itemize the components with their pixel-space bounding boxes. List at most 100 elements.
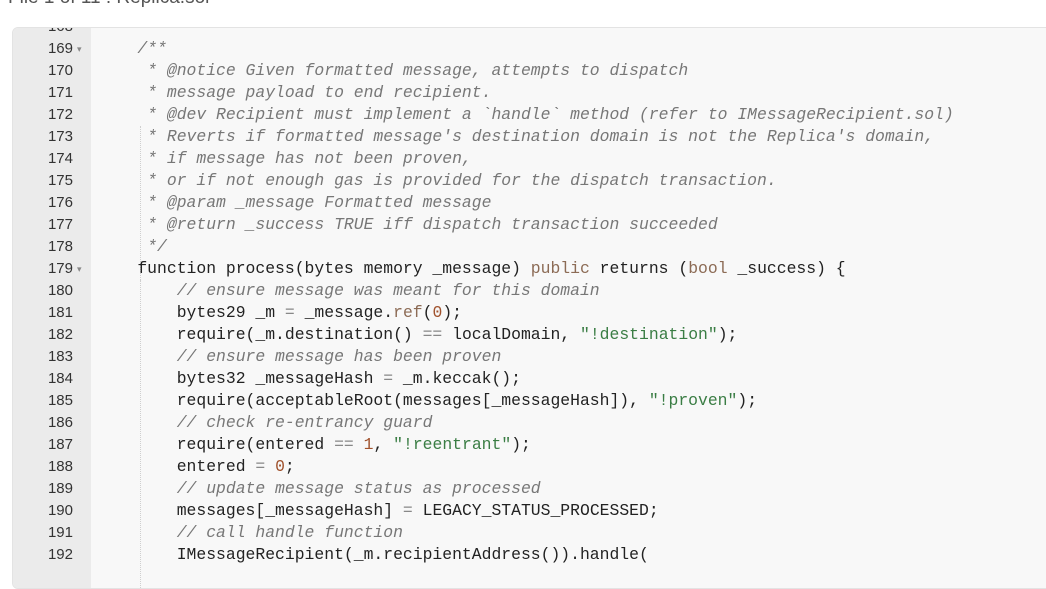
- comment-token: /**: [98, 39, 167, 58]
- code-text: // update message status as processed: [98, 478, 541, 500]
- code-line: 191 // call handle function: [13, 522, 1046, 544]
- code-token: ;: [284, 457, 295, 476]
- code-token: LEGACY_STATUS_PROCESSED;: [412, 501, 659, 520]
- line-number: 188: [47, 458, 73, 475]
- code-line: 182 require(_m.destination() == localDom…: [13, 324, 1046, 346]
- code-token: (: [422, 303, 433, 322]
- comment-token: * @dev Recipient must implement a `handl…: [98, 105, 954, 124]
- code-line: 171 * message payload to end recipient.: [13, 82, 1046, 104]
- line-number: 182: [47, 326, 73, 343]
- string-token: "!proven": [648, 391, 738, 410]
- line-number: 190: [47, 502, 73, 519]
- comment-token: // ensure message was meant for this dom…: [98, 281, 600, 300]
- comment-token: * message payload to end recipient.: [98, 83, 492, 102]
- string-token: "!destination": [580, 325, 718, 344]
- indent-guide: [140, 126, 141, 334]
- code-text: * @return _success TRUE iff dispatch tra…: [98, 214, 718, 236]
- code-token: IMessageRecipient(_m.recipientAddress())…: [98, 545, 649, 564]
- number-token: 0: [275, 457, 285, 476]
- fold-arrow-icon[interactable]: ▾: [77, 44, 82, 54]
- code-token: ,: [373, 435, 394, 454]
- code-token: [265, 457, 275, 476]
- code-text: require(acceptableRoot(messages[_message…: [98, 390, 757, 412]
- code-line: 190 messages[_messageHash] = LEGACY_STAT…: [13, 500, 1046, 522]
- keyword-token: ref: [393, 303, 423, 322]
- code-text: entered = 0;: [98, 456, 295, 478]
- code-text: require(_m.destination() == localDomain,…: [98, 324, 738, 346]
- code-line: 186 // check re-entrancy guard: [13, 412, 1046, 434]
- code-text: function process(bytes memory _message) …: [98, 258, 845, 280]
- string-token: "!reentrant": [393, 435, 512, 454]
- code-line: 189 // update message status as processe…: [13, 478, 1046, 500]
- code-line: 192 IMessageRecipient(_m.recipientAddres…: [13, 544, 1046, 566]
- code-line: 177 * @return _success TRUE iff dispatch…: [13, 214, 1046, 236]
- code-text: IMessageRecipient(_m.recipientAddress())…: [98, 544, 649, 566]
- code-line: 188 entered = 0;: [13, 456, 1046, 478]
- operator-token: =: [383, 369, 394, 388]
- code-line: 173 * Reverts if formatted message's des…: [13, 126, 1046, 148]
- line-number: 180: [47, 282, 73, 299]
- code-text: // call handle function: [98, 522, 403, 544]
- code-token: );: [717, 325, 738, 344]
- code-line: 184 bytes32 _messageHash = _m.keccak();: [13, 368, 1046, 390]
- code-text: * @dev Recipient must implement a `handl…: [98, 104, 954, 126]
- code-text: // ensure message has been proven: [98, 346, 502, 368]
- code-text: /**: [98, 38, 167, 60]
- code-token: messages[_messageHash]: [98, 501, 403, 520]
- line-number: 184: [47, 370, 73, 387]
- code-token: localDomain,: [442, 325, 580, 344]
- comment-token: * @return _success TRUE iff dispatch tra…: [98, 215, 718, 234]
- line-number: 171: [47, 84, 73, 101]
- comment-token: */: [98, 237, 167, 256]
- code-viewer[interactable]: 168169▾ /**170 * @notice Given formatted…: [12, 27, 1046, 589]
- code-token: require(acceptableRoot(messages[_message…: [98, 391, 649, 410]
- line-number: 186: [47, 414, 73, 431]
- line-number-gutter: [13, 28, 91, 588]
- fold-arrow-icon[interactable]: ▾: [77, 264, 82, 274]
- number-token: 0: [432, 303, 443, 322]
- code-text: * if message has not been proven,: [98, 148, 472, 170]
- line-number: 172: [47, 106, 73, 123]
- comment-token: * Reverts if formatted message's destina…: [98, 127, 935, 146]
- code-token: bytes29 _m: [98, 303, 285, 322]
- code-line: 170 * @notice Given formatted message, a…: [13, 60, 1046, 82]
- comment-token: // ensure message has been proven: [98, 347, 502, 366]
- code-line: 175 * or if not enough gas is provided f…: [13, 170, 1046, 192]
- line-number: 174: [47, 150, 73, 167]
- line-number: 168: [13, 28, 73, 38]
- code-text: messages[_messageHash] = LEGACY_STATUS_P…: [98, 500, 659, 522]
- operator-token: ==: [422, 325, 443, 344]
- line-number: 176: [47, 194, 73, 211]
- operator-token: ==: [334, 435, 354, 454]
- line-number: 173: [47, 128, 73, 145]
- code-line: 181 bytes29 _m = _message.ref(0);: [13, 302, 1046, 324]
- line-number: 175: [47, 172, 73, 189]
- code-lines: 168169▾ /**170 * @notice Given formatted…: [13, 28, 1046, 566]
- code-token: );: [511, 435, 531, 454]
- code-token: _m.keccak();: [393, 369, 521, 388]
- code-line: 179▾ function process(bytes memory _mess…: [13, 258, 1046, 280]
- comment-token: // update message status as processed: [98, 479, 541, 498]
- comment-token: * @notice Given formatted message, attem…: [98, 61, 689, 80]
- code-line: 168: [13, 28, 1046, 38]
- code-text: // ensure message was meant for this dom…: [98, 280, 600, 302]
- code-token: entered: [98, 457, 256, 476]
- code-text: * message payload to end recipient.: [98, 82, 491, 104]
- code-text: * @param _message Formatted message: [98, 192, 491, 214]
- code-line: 180 // ensure message was meant for this…: [13, 280, 1046, 302]
- code-line: 176 * @param _message Formatted message: [13, 192, 1046, 214]
- line-number: 187: [47, 436, 73, 453]
- code-line: 183 // ensure message has been proven: [13, 346, 1046, 368]
- code-line: 169▾ /**: [13, 38, 1046, 60]
- line-number: 191: [47, 524, 73, 541]
- line-number: 178: [47, 238, 73, 255]
- comment-token: * @param _message Formatted message: [98, 193, 492, 212]
- code-text: bytes32 _messageHash = _m.keccak();: [98, 368, 521, 390]
- line-number: 185: [47, 392, 73, 409]
- comment-token: * or if not enough gas is provided for t…: [98, 171, 777, 190]
- code-line: 174 * if message has not been proven,: [13, 148, 1046, 170]
- code-token: [354, 435, 364, 454]
- code-text: * or if not enough gas is provided for t…: [98, 170, 777, 192]
- comment-token: // check re-entrancy guard: [98, 413, 433, 432]
- code-token: );: [442, 303, 462, 322]
